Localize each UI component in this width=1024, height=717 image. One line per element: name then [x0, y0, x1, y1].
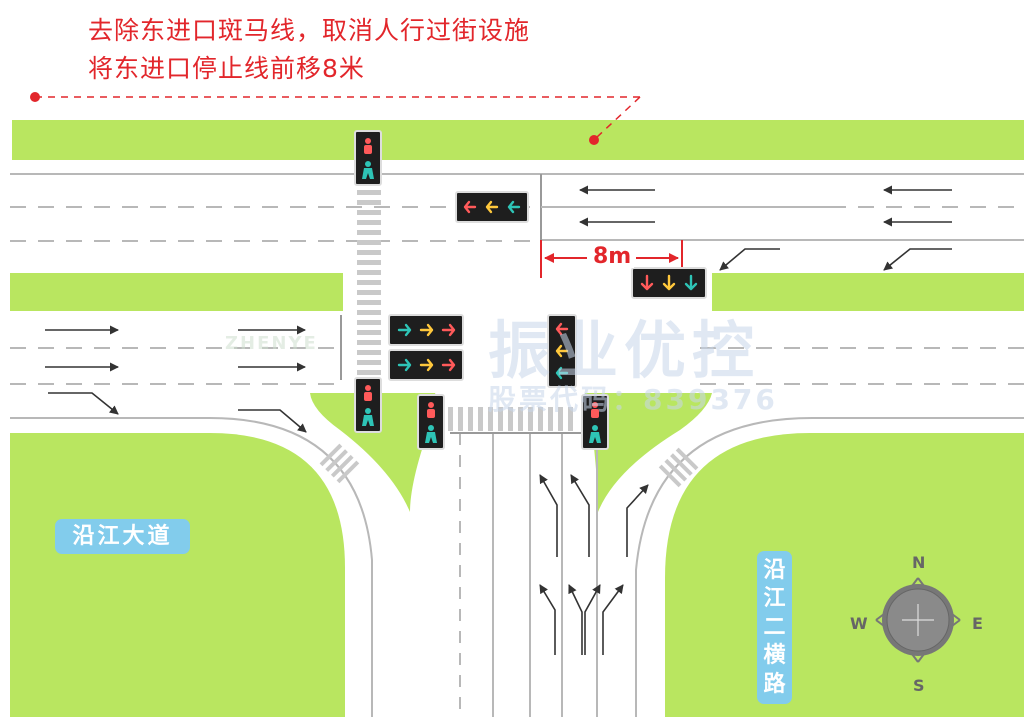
compass-north-label: N [912, 553, 926, 572]
compass-west-label: W [850, 614, 868, 633]
compass-south-label: S [913, 676, 925, 695]
southwest-greenbelt [10, 433, 345, 717]
road-lines [10, 173, 1024, 717]
distance-label: 8m [590, 246, 635, 268]
ped-signal-south-west [417, 394, 445, 450]
crosswalk-south [448, 407, 573, 431]
signal-eastbound-2 [388, 349, 464, 381]
road-label-char: 沿 [763, 557, 786, 583]
ped-signal-west-south [354, 377, 382, 433]
road-label-char: 横 [763, 643, 786, 668]
road-label-char: 江 [763, 586, 786, 611]
southeast-island [585, 393, 712, 512]
road-label-yanjiang-avenue: 沿江大道 [55, 519, 190, 554]
signal-westbound-left [455, 191, 529, 223]
annotation-line-2: 将东进口停止线前移8米 [88, 54, 365, 83]
signal-northbound-left [547, 314, 577, 388]
southwest-island [310, 393, 437, 512]
north-greenbelt [12, 120, 1024, 160]
road-label-char: 二 [763, 614, 786, 640]
signal-eastbound-1 [388, 314, 464, 346]
northwest-median [10, 273, 343, 311]
lane-arrows [45, 185, 952, 655]
crosswalk-southwest-corner [319, 443, 360, 484]
annotation-line-1: 去除东进口斑马线，取消人行过街设施 [88, 16, 531, 45]
northeast-median [712, 273, 1024, 311]
annotation-leader [30, 92, 641, 145]
ped-signal-north [354, 130, 382, 186]
southeast-greenbelt [665, 433, 1024, 717]
road-label-yanjiang-second-road: 沿 江 二 横 路 [757, 551, 792, 704]
compass-east-label: E [972, 614, 983, 633]
crosswalk-southeast-corner [658, 447, 699, 488]
road-label-char: 路 [763, 671, 786, 697]
ped-signal-south-east [581, 394, 609, 450]
compass-rose-icon [875, 577, 961, 663]
lane-dashes [10, 206, 1024, 385]
crosswalk-west [357, 190, 381, 375]
signal-westbound-down [631, 267, 707, 299]
